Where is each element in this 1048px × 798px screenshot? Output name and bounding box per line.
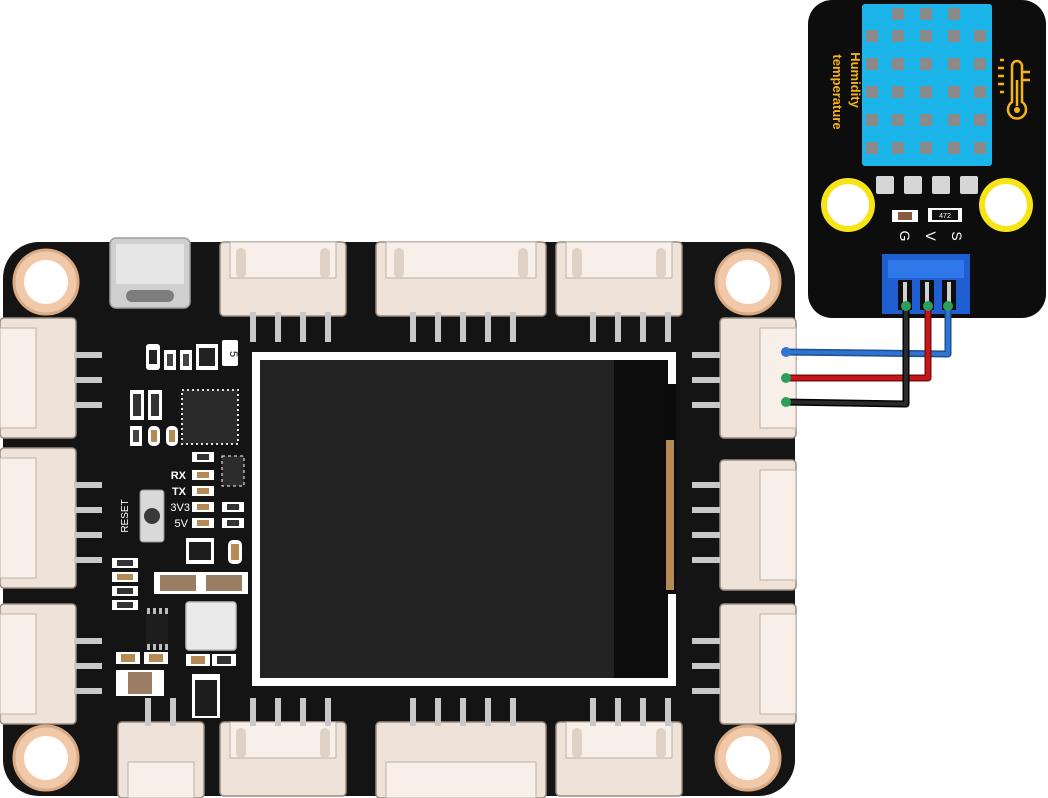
smd-components	[112, 340, 248, 718]
sensor-title-line1: Humidity	[848, 52, 863, 108]
left-connector-1	[0, 317, 102, 439]
mount-hole-bottom-right	[714, 724, 782, 792]
sensor-pin-header	[882, 254, 970, 314]
reset-label: RESET	[120, 499, 131, 532]
wire-ground	[781, 301, 911, 408]
left-connector-2	[0, 447, 102, 589]
wire-signal	[781, 301, 953, 358]
dht-sensor-housing	[862, 4, 992, 194]
pin-label-g: G	[897, 231, 913, 242]
lcd-display	[252, 352, 676, 686]
right-connector-2	[692, 459, 797, 591]
mount-hole-top-right	[714, 248, 782, 316]
tx-label: TX	[172, 486, 187, 498]
controller-board: 5 RESET RX TX 3V3 5V	[0, 237, 797, 798]
right-connector-3	[692, 603, 797, 725]
thermometer-icon	[998, 58, 1030, 120]
sensor-mount-hole-right	[979, 178, 1033, 232]
5v-label: 5V	[175, 518, 189, 530]
left-connector-3	[0, 603, 102, 725]
regulator-marking: 5	[227, 351, 239, 357]
resistor-marking: 472	[939, 213, 951, 220]
reset-button[interactable]	[139, 489, 165, 543]
sensor-mount-hole-left	[821, 178, 875, 232]
sensor-title-line2: temperature	[830, 54, 845, 129]
microcontroller-chip	[181, 389, 239, 445]
bottom-connector-2	[219, 698, 347, 797]
pin-label-v: V	[923, 231, 939, 241]
top-connector-3	[555, 241, 683, 342]
rx-label: RX	[171, 470, 187, 482]
right-connector-1	[692, 317, 797, 439]
usb-c-port	[109, 237, 191, 309]
wire-power	[781, 301, 933, 383]
humidity-temperature-sensor-module: Humidity temperature 472 G V S	[808, 0, 1046, 318]
top-connector-1	[219, 241, 347, 342]
sensor-smd	[892, 208, 962, 222]
bottom-connector-4	[555, 698, 683, 797]
top-connector-2	[375, 241, 547, 342]
pin-label-s: S	[949, 231, 965, 240]
bottom-connector-3	[375, 698, 547, 798]
mount-hole-top-left	[12, 248, 80, 316]
3v3-label: 3V3	[170, 502, 190, 514]
bottom-connector-1	[117, 698, 205, 798]
mount-hole-bottom-left	[12, 724, 80, 792]
